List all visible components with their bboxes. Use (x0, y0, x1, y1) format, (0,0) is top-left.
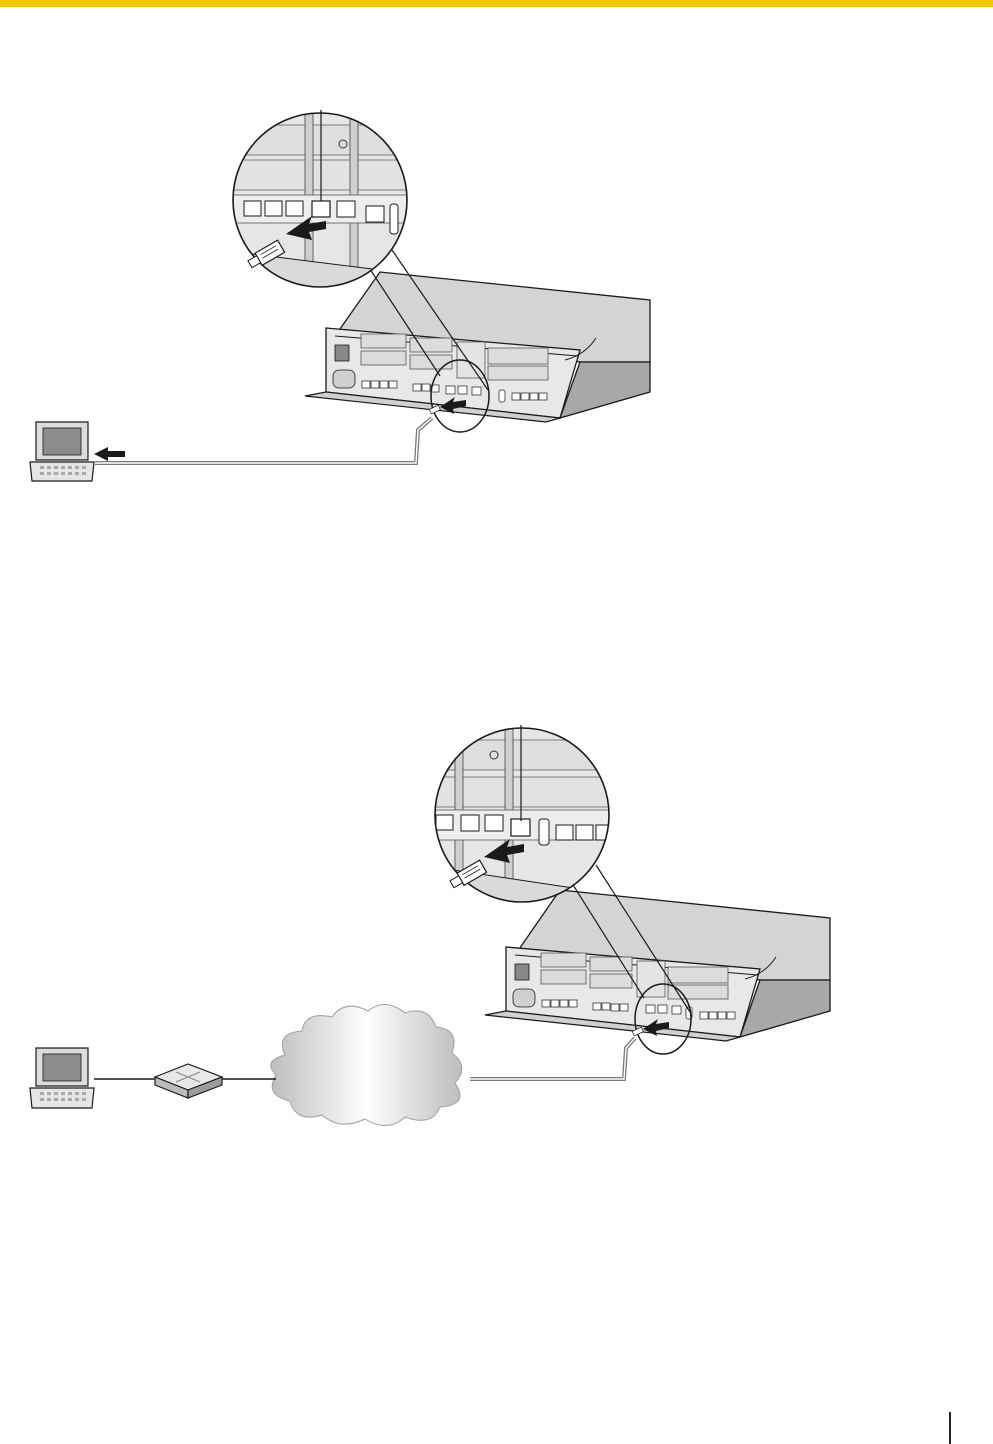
figure-direct-connection (0, 100, 993, 500)
direct-connection-diagram (0, 100, 993, 500)
magnified-port-view (220, 100, 420, 300)
lan-cable (470, 1038, 635, 1079)
network-connection-diagram (0, 715, 993, 1135)
magnified-port-view (420, 715, 620, 915)
pc-icon (30, 422, 94, 481)
network-cloud (271, 1004, 462, 1125)
direction-arrow-icon (94, 447, 125, 461)
page-margin-bar (949, 1412, 951, 1444)
pc-icon (30, 1048, 94, 1108)
pbx-unit (305, 272, 650, 422)
lan-cable (95, 418, 432, 463)
figure-network-connection (0, 715, 993, 1135)
router-icon (155, 1064, 222, 1098)
header-rule (0, 0, 993, 7)
pbx-unit (485, 890, 830, 1041)
